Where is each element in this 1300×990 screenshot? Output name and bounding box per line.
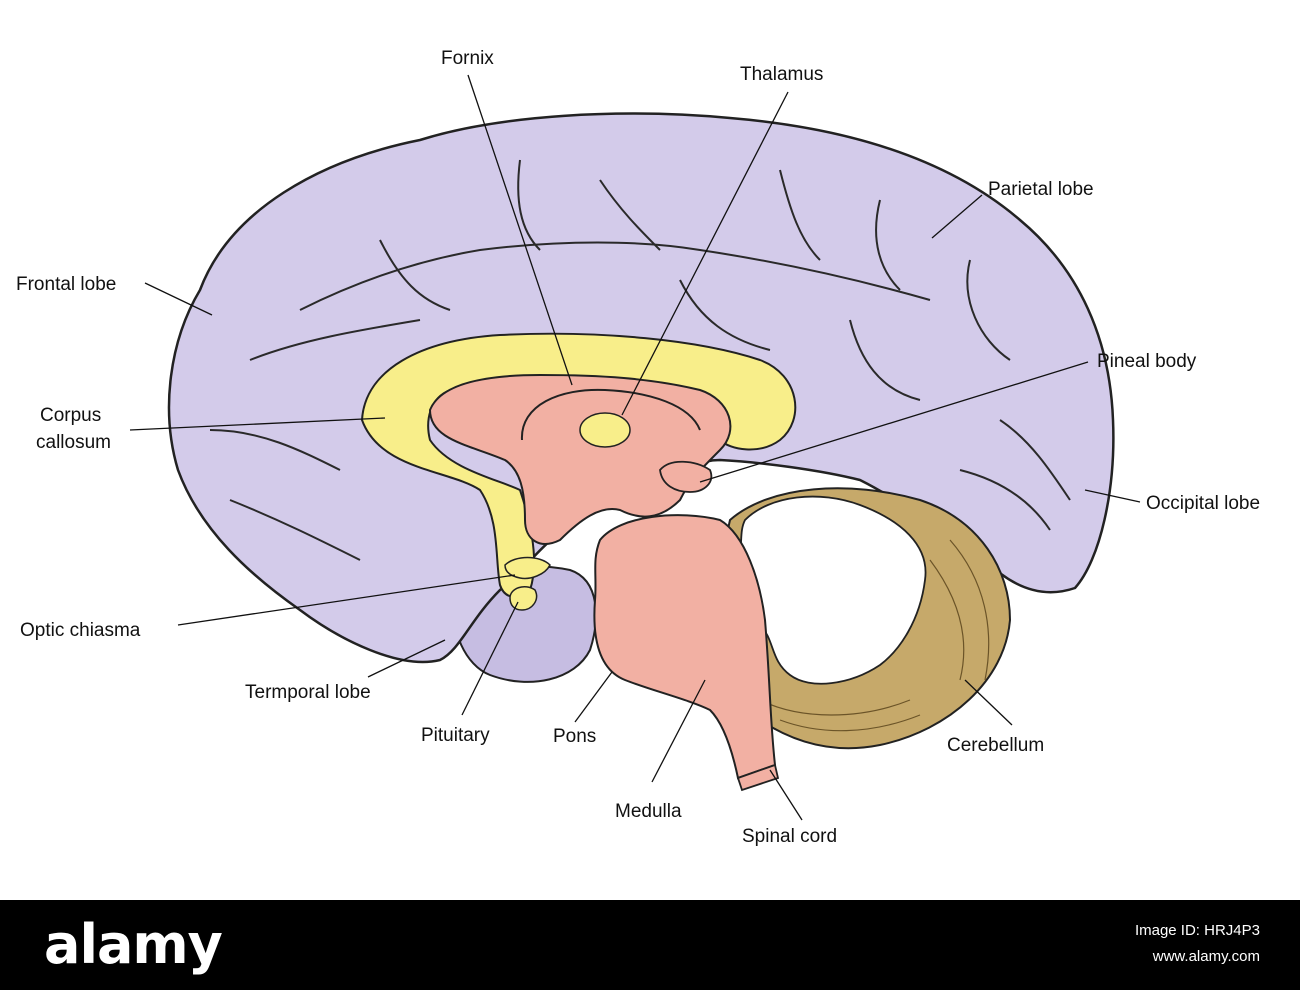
label-pons: Pons xyxy=(553,726,596,747)
label-spinal-cord: Spinal cord xyxy=(742,826,837,847)
image-id-text: Image ID: HRJ4P3 xyxy=(1134,922,1260,939)
label-optic-chiasma: Optic chiasma xyxy=(20,620,141,641)
corpus-callosum-leader xyxy=(129,417,386,431)
frontal-lobe-leader xyxy=(144,282,213,316)
optic-chiasma-leader xyxy=(177,574,516,626)
cerebellum-leader xyxy=(964,679,1013,726)
fornix-arch xyxy=(520,388,701,441)
label-fornix: Fornix xyxy=(441,48,494,69)
pineal-body-shape xyxy=(659,460,713,493)
cerebellum-folia xyxy=(759,539,990,732)
label-cerebellum: Cerebellum xyxy=(947,735,1044,756)
parietal-lobe-leader xyxy=(931,194,983,239)
site-url-text: www.alamy.com xyxy=(1152,948,1260,965)
occipital-lobe-leader xyxy=(1084,489,1141,503)
label-parietal-lobe: Parietal lobe xyxy=(988,179,1094,200)
diencephalon-shape xyxy=(428,373,732,545)
label-corpus-callosum-line1: Corpus xyxy=(40,405,101,426)
stock-footer-bar: alamy Image ID: HRJ4P3 www.alamy.com xyxy=(0,900,1300,990)
pituitary-leader xyxy=(461,601,519,716)
spinal-cord-leader xyxy=(769,769,803,821)
spinal-cord-shape xyxy=(736,763,780,792)
fornix-leader xyxy=(467,74,573,386)
label-occipital-lobe: Occipital lobe xyxy=(1146,493,1260,514)
pineal-body-leader xyxy=(699,361,1089,483)
brainstem-shape xyxy=(593,514,777,780)
label-pituitary: Pituitary xyxy=(421,725,490,746)
medulla-leader xyxy=(651,679,706,783)
thalamus-leader xyxy=(621,91,789,416)
label-temporal-lobe: Termporal lobe xyxy=(245,682,371,703)
alamy-logo: alamy xyxy=(44,913,223,976)
pituitary-shape xyxy=(509,586,538,611)
label-pineal-body: Pineal body xyxy=(1097,351,1197,372)
gyri-lines xyxy=(209,159,1071,561)
label-thalamus: Thalamus xyxy=(740,64,823,85)
pons-leader xyxy=(574,671,613,723)
label-medulla: Medulla xyxy=(615,801,682,822)
temporal-lobe-leader xyxy=(367,639,446,678)
label-frontal-lobe: Frontal lobe xyxy=(16,274,116,295)
label-corpus-callosum-line2: callosum xyxy=(36,432,111,453)
optic-chiasma-shape xyxy=(504,556,551,580)
thalamus-shape xyxy=(579,412,631,448)
